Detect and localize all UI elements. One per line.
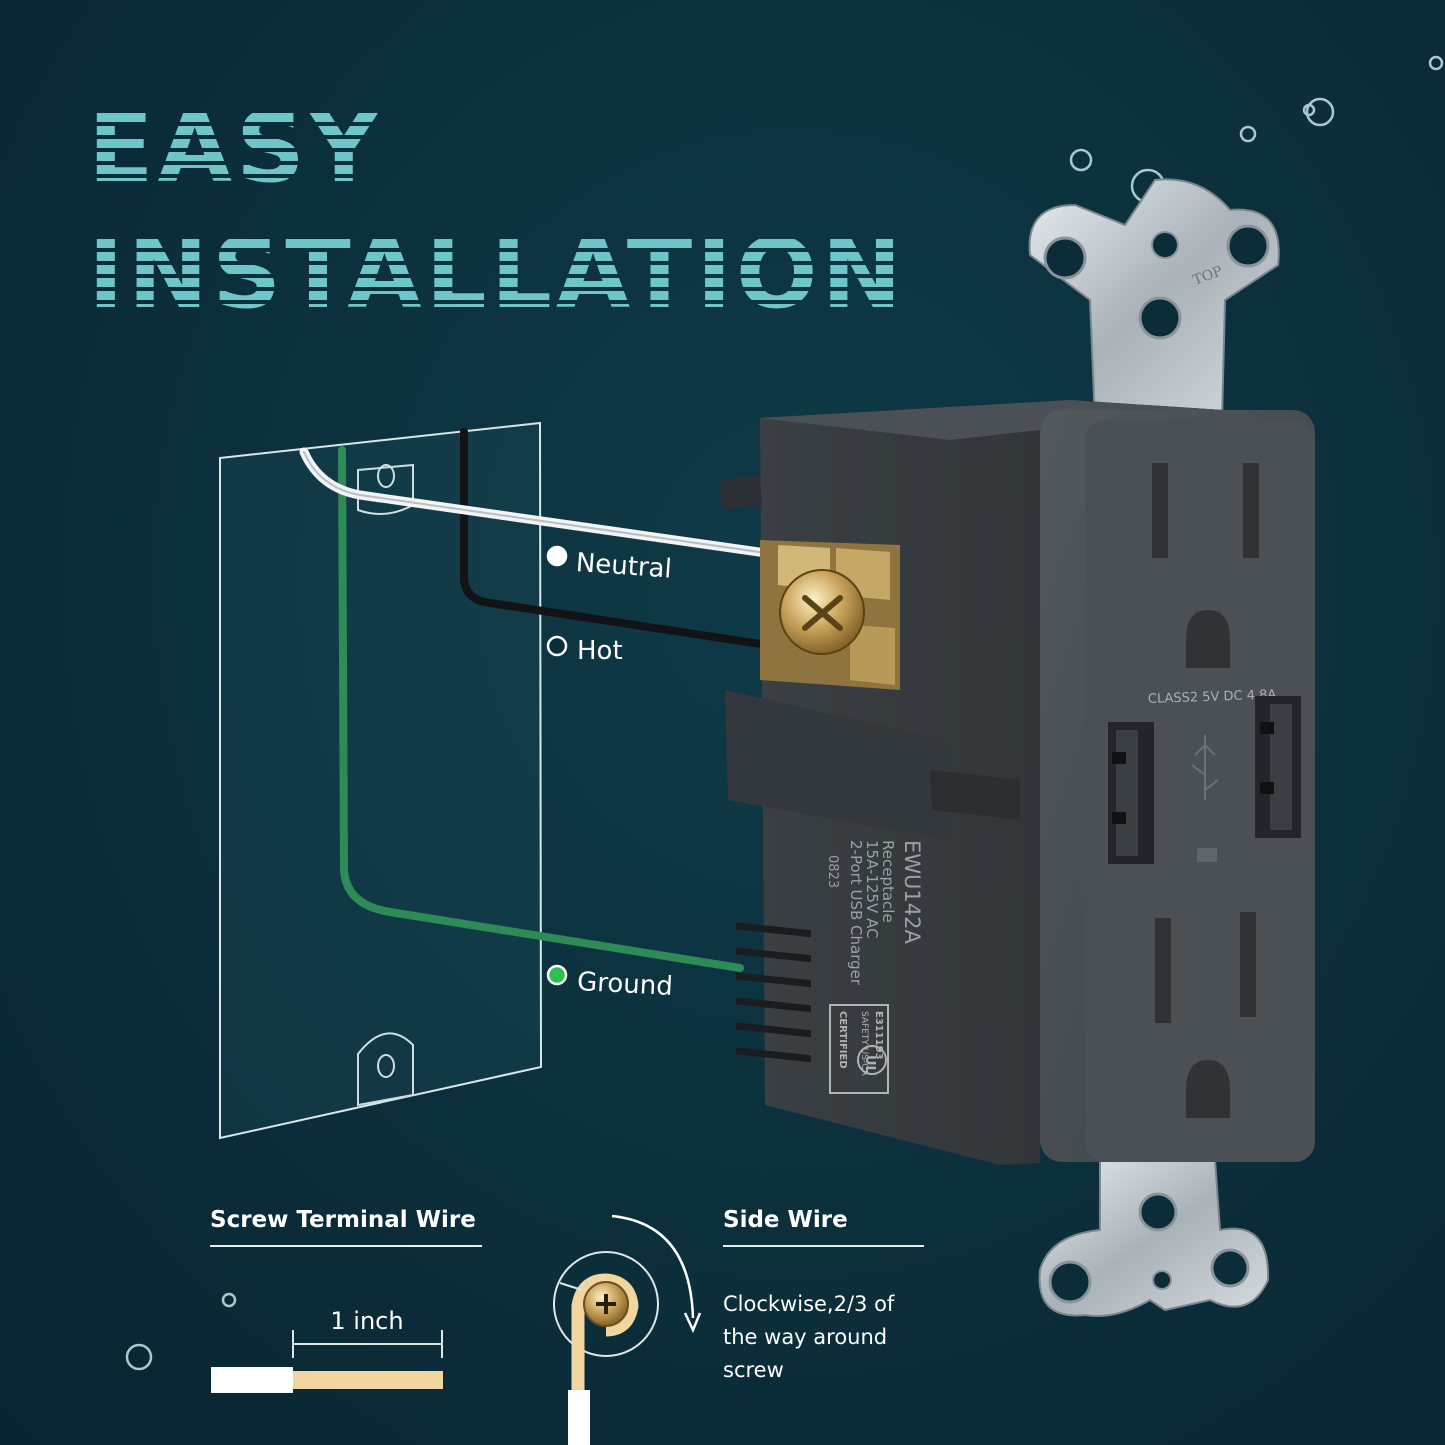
ul-certified: CERTIFIED: [837, 1011, 848, 1069]
product-type: Receptacle: [879, 840, 897, 923]
wires: [299, 428, 804, 972]
hot-dot-icon: [546, 635, 568, 657]
side-wire-note-line-3: screw: [723, 1358, 784, 1382]
side-wire-note-line-2: the way around: [723, 1325, 888, 1349]
usb-port-left: [1108, 722, 1154, 864]
ul-mark: UL: [862, 1055, 877, 1074]
side-wire-divider: [723, 1245, 924, 1247]
side-label: EWU142A Receptacle 15A-125V AC 2-Port US…: [825, 840, 924, 986]
ul-safety: SAFETY US-CA: [859, 1011, 869, 1077]
ground-label: Ground: [576, 967, 674, 1002]
neutral-dot-icon: [546, 545, 568, 567]
ground-wire: [338, 446, 744, 972]
model-number: EWU142A: [900, 840, 924, 944]
side-wire-note-line-1: Clockwise,2/3 of: [723, 1292, 895, 1316]
ground-dot-icon: [546, 964, 568, 986]
side-wire-note: Clockwise,2/3 of the way around screw: [723, 1288, 894, 1387]
led-indicator: [1197, 848, 1217, 862]
bare-copper: [293, 1371, 443, 1389]
mounting-strap: TOP: [1028, 178, 1280, 1317]
headline-line-1: EASY: [88, 92, 383, 204]
headline-line-2: INSTALLATION: [88, 218, 906, 330]
usb-ports: 2-Port USB Charger: [847, 840, 865, 986]
clockwise-arrow-icon: [611, 1214, 695, 1319]
usb-port-right: [1255, 696, 1301, 838]
strip-length-diagram: 1 inch: [211, 1307, 443, 1393]
side-wire-diagram: [553, 1214, 702, 1445]
measure-label: 1 inch: [330, 1307, 403, 1335]
usb-symbol-icon: [1191, 735, 1219, 800]
rating: 15A-125V AC: [863, 840, 881, 939]
insulation: [211, 1367, 293, 1393]
ul-code: E311193: [873, 1011, 884, 1060]
hot-wire: [460, 428, 804, 654]
upper-receptacle: [1152, 463, 1259, 668]
wall-box: [219, 421, 543, 1140]
screw-terminals: [760, 540, 900, 690]
ul-certification-badge: UL CERTIFIED SAFETY US-CA E311193: [829, 1004, 889, 1094]
screw-terminal-title: Screw Terminal Wire: [210, 1207, 476, 1233]
hot-label: Hot: [577, 636, 623, 666]
side-wire-title: Side Wire: [723, 1207, 848, 1233]
date-code: 0823: [825, 855, 840, 888]
usb-rating: CLASS2 5V DC 4.8A: [1148, 688, 1277, 707]
outlet-face: CLASS2 5V DC 4.8A: [1040, 410, 1315, 1162]
vent-slots: [736, 922, 811, 1063]
lower-receptacle: [1155, 912, 1256, 1118]
screw-terminal-divider: [210, 1245, 482, 1247]
